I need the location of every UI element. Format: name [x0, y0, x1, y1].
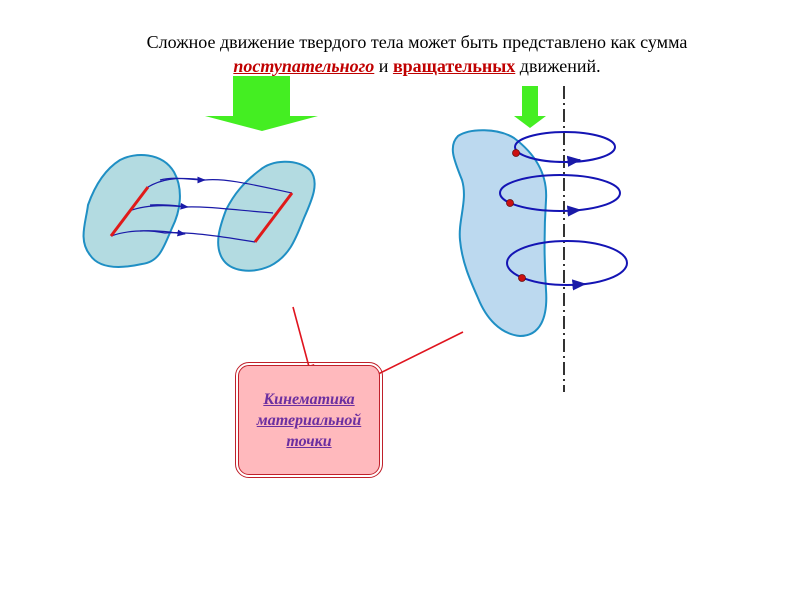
orbit-bottom-arrowhead: [571, 279, 587, 291]
point-top: [512, 149, 520, 157]
heading-line-2: поступательного и вращательных движений.: [0, 54, 800, 78]
heading-connector: и: [374, 56, 393, 76]
trajectory-top-arrowhead: [159, 176, 206, 184]
rotating-body: [451, 129, 548, 338]
point-bottom: [518, 274, 526, 282]
heading-tail: движений.: [515, 56, 601, 76]
heading: Сложное движение твердого тела может быт…: [0, 30, 800, 78]
point-middle: [506, 199, 514, 207]
heading-line-1: Сложное движение твердого тела может быт…: [146, 32, 688, 52]
kinematics-label: Кинематика материальной точки: [256, 390, 362, 450]
term-rotational: вращательных: [392, 56, 516, 76]
orbit-top: [514, 131, 616, 163]
segment-final: [253, 192, 294, 243]
orbit-bottom: [506, 240, 628, 286]
rotation-big-arrow: [514, 86, 546, 128]
translating-body-end: [217, 160, 316, 272]
translation-big-arrow: [205, 76, 318, 131]
term-translational: поступательного: [233, 56, 375, 76]
trajectory-bottom: [110, 230, 256, 243]
segment-initial: [109, 186, 150, 237]
trajectory-bottom-arrowhead: [139, 229, 186, 237]
orbit-middle-arrowhead: [566, 205, 582, 217]
kinematics-box: Кинематика материальной точки: [235, 362, 383, 478]
orbit-top-arrowhead: [566, 155, 582, 167]
orbit-middle: [499, 174, 621, 212]
trajectory-middle-arrowhead: [149, 202, 189, 210]
